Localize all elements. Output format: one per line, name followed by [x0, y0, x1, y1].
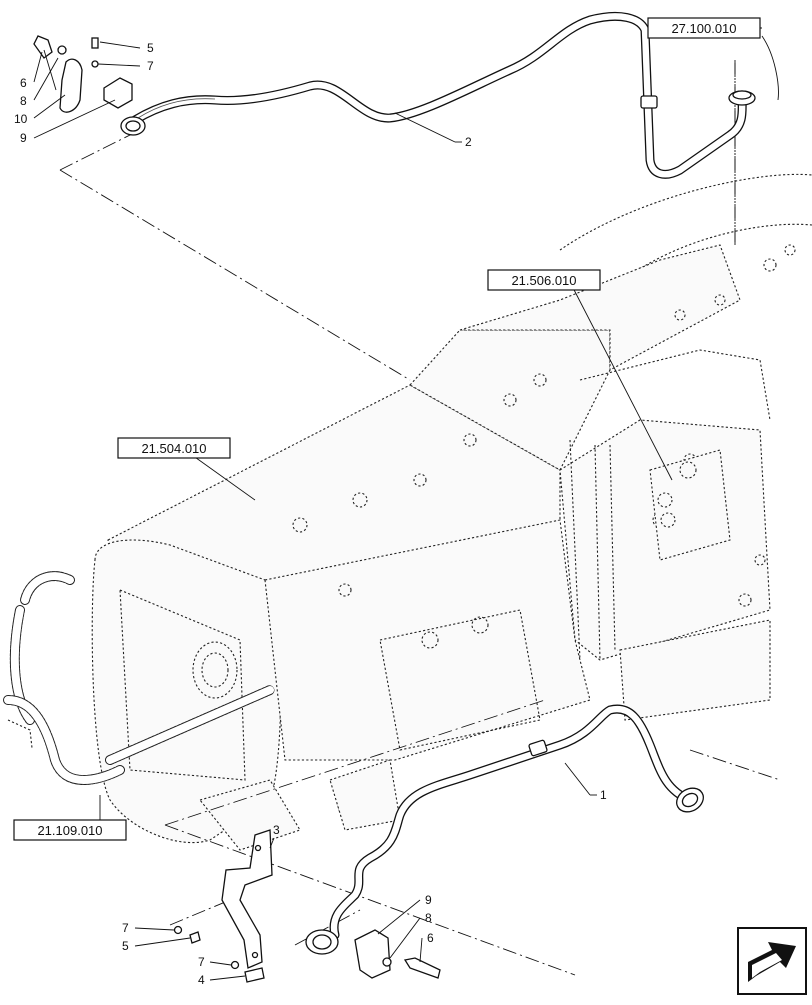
svg-text:21.109.010: 21.109.010: [37, 823, 102, 838]
callout-9-b: 9: [425, 893, 432, 907]
callout-part-3: 3: [273, 823, 280, 837]
projection-lines: [59, 60, 781, 976]
callouts-top-left: 6 8 10 9 5 7: [14, 41, 154, 145]
callout-5-b: 5: [122, 939, 129, 953]
fitting-top-right: [728, 90, 756, 106]
callout-10: 10: [14, 112, 28, 126]
callouts-bottom-right: 9 8 6: [425, 893, 434, 945]
callout-7-a: 7: [122, 921, 129, 935]
fitting-lower-left: [305, 929, 339, 955]
callout-5: 5: [147, 41, 154, 55]
reference-box-21-504-010[interactable]: 21.504.010: [117, 437, 231, 459]
reference-box-21-109-010[interactable]: 21.109.010: [13, 819, 127, 841]
reference-box-21-506-010[interactable]: 21.506.010: [487, 269, 601, 291]
callout-7: 7: [147, 59, 154, 73]
callout-8-b: 8: [425, 911, 432, 925]
svg-text:21.506.010: 21.506.010: [511, 273, 576, 288]
callout-4: 4: [198, 973, 205, 987]
svg-text:27.100.010: 27.100.010: [671, 21, 736, 36]
pipe-1-lower: [329, 704, 695, 940]
svg-text:1: 1: [600, 788, 607, 802]
svg-text:21.504.010: 21.504.010: [141, 441, 206, 456]
pipe-2-top: [130, 11, 747, 179]
callout-part-1: 1: [600, 788, 607, 802]
fitting-top-left: [120, 116, 146, 136]
transmission-housing-ghost: [3, 173, 812, 851]
next-page-arrow-icon[interactable]: [737, 927, 807, 995]
callouts-bottom-left: 7 5 7 4: [122, 921, 205, 987]
callout-6: 6: [20, 76, 27, 90]
callout-6-b: 6: [427, 931, 434, 945]
fitting-lower-right: [676, 787, 704, 813]
callout-8: 8: [20, 94, 27, 108]
svg-text:2: 2: [465, 135, 472, 149]
clamp-hardware-top-left: [33, 35, 133, 113]
reference-box-27-100-010[interactable]: 27.100.010: [647, 17, 761, 39]
clamp-hardware-bottom: [173, 925, 441, 983]
callout-9: 9: [20, 131, 27, 145]
callout-part-2: 2: [465, 135, 472, 149]
svg-text:3: 3: [273, 823, 280, 837]
bracket-3: [221, 829, 273, 969]
callout-7-b: 7: [198, 955, 205, 969]
